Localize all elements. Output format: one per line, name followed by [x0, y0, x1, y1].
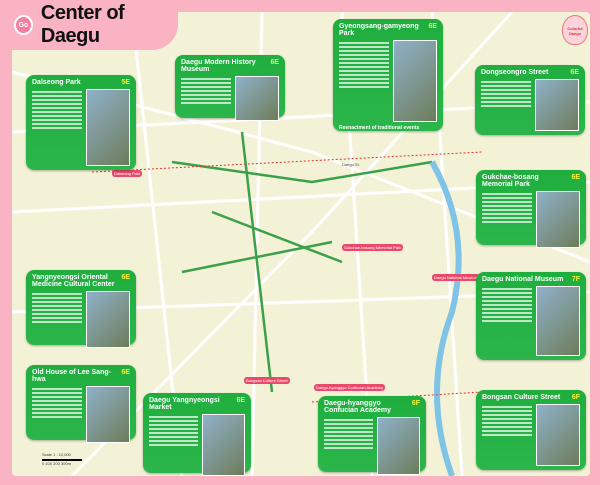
card-description	[32, 291, 82, 348]
map-label-station: Daegu St.	[342, 162, 360, 167]
map-label-dalseong[interactable]: Dalseong Park	[112, 170, 143, 177]
card-photo	[535, 286, 580, 356]
card-description	[481, 79, 531, 131]
card-title: Daegu Yangnyeongsi Market	[149, 397, 220, 411]
grid-code: 6E	[428, 23, 437, 30]
card-photo	[392, 40, 437, 122]
title-tab: Go Center of Daegu	[0, 0, 178, 50]
info-card[interactable]: Daegu-hyanggyo Confucian Academy 6F	[318, 396, 426, 475]
map-label-museum[interactable]: Daegu National Museum	[432, 274, 481, 281]
info-card[interactable]: Dongseongro Street 6E	[475, 65, 585, 135]
grid-code: 6F	[411, 400, 420, 407]
card-description	[181, 76, 231, 121]
grid-code: 6F	[571, 394, 580, 401]
card-title: Dalseong Park	[32, 79, 81, 86]
card-title: Dongseongro Street	[481, 69, 549, 76]
info-card[interactable]: Gyeongsang-gamyeong Park 6E Reenactment of…	[333, 19, 443, 131]
card-description	[149, 414, 198, 476]
card-title: Daegu-hyanggyo Confucian Academy	[324, 400, 392, 414]
grid-code: 7F	[571, 276, 580, 283]
map-label-gukchae[interactable]: Gukchae-bosang Memorial Park	[342, 244, 404, 251]
card-subtitle: Reenactment of traditional events	[339, 125, 420, 131]
card-description	[32, 89, 82, 166]
card-photo	[535, 404, 580, 466]
card-title: Gukchae-bosang Memorial Park	[482, 174, 539, 188]
card-description	[482, 191, 532, 248]
card-description	[339, 40, 389, 122]
page-title: Center of Daegu	[40, 2, 125, 47]
info-card[interactable]: Yangnyeongsi Oriental Medicine Cultural …	[26, 270, 136, 348]
grid-code: 6E	[121, 369, 130, 376]
card-photo	[535, 191, 580, 248]
card-title: Gyeongsang-gamyeong Park	[339, 23, 419, 37]
card-title: Yangnyeongsi Oriental Medicine Cultural …	[32, 274, 115, 288]
card-title: Daegu Modern History Museum	[181, 59, 256, 73]
info-card[interactable]: Daegu Modern History Museum 6E	[175, 55, 285, 121]
info-card[interactable]: Bongsan Culture Street 6F	[476, 390, 586, 470]
card-description	[32, 386, 82, 443]
card-title: Daegu National Museum	[482, 276, 564, 283]
info-card[interactable]: Old House of Lee Sang-hwa 6E	[26, 365, 136, 443]
grid-code: 6E	[121, 274, 130, 281]
card-photo	[234, 76, 279, 121]
info-card[interactable]: Daegu Yangnyeongsi Market 6E	[143, 393, 251, 476]
card-description	[482, 286, 532, 356]
grid-code: 5E	[121, 79, 130, 86]
map-label-hyanggyo[interactable]: Daegu-hyanggyo Confucian Academy	[314, 384, 386, 391]
card-photo	[201, 414, 245, 476]
card-photo	[85, 89, 130, 166]
info-card[interactable]: Daegu National Museum 7F	[476, 272, 586, 360]
card-photo	[534, 79, 579, 131]
scale-ticks: 0 100 200 300m	[42, 461, 71, 466]
scale-bar	[42, 459, 82, 461]
card-photo	[85, 291, 130, 348]
info-card[interactable]: Gukchae-bosang Memorial Park 6E	[476, 170, 586, 248]
scale-label: Scale 1 : 12,000	[42, 452, 71, 457]
card-title: Bongsan Culture Street	[482, 394, 561, 401]
card-title: Old House of Lee Sang-hwa	[32, 369, 111, 383]
card-description	[324, 417, 373, 475]
grid-code: 6E	[570, 69, 579, 76]
balloon-logo: Colorful Daegu	[562, 15, 588, 45]
grid-code: 6E	[270, 59, 279, 66]
card-description	[482, 404, 532, 466]
map-label-bongsan[interactable]: Bongsan Culture Street	[244, 377, 290, 384]
info-card[interactable]: Dalseong Park 5E	[26, 75, 136, 170]
map-scale: Scale 1 : 12,000 0 100 200 300m	[42, 452, 82, 466]
card-photo	[85, 386, 130, 443]
go-badge: Go	[14, 15, 33, 35]
card-photo	[376, 417, 420, 475]
grid-code: 6E	[236, 397, 245, 404]
grid-code: 6E	[571, 174, 580, 181]
